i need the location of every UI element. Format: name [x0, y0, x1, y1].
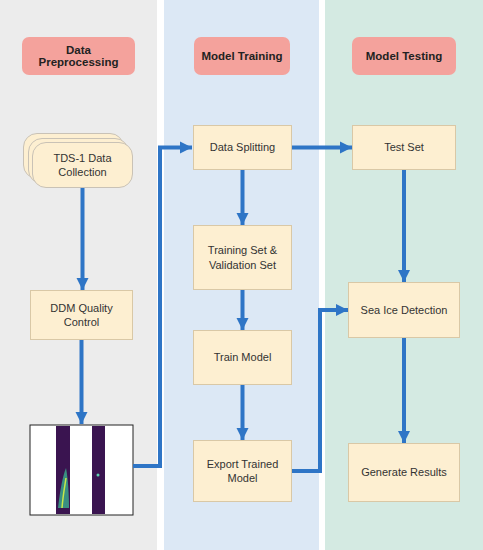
process-box: DDM Quality Control: [30, 290, 133, 340]
stage-heading: Data Preprocessing: [22, 37, 135, 75]
text-wrap: Train Model: [214, 350, 272, 364]
box-label: Training Set & Validation Set: [200, 243, 285, 272]
box-label: Test Set: [384, 140, 424, 154]
stage-band: Model TrainingData SplittingTraining Set…: [164, 0, 319, 550]
process-box: Export Trained Model: [193, 440, 292, 502]
stage-heading: Model Testing: [352, 37, 456, 75]
process-box: Training Set & Validation Set: [193, 225, 292, 290]
box-label: Data Splitting: [210, 140, 275, 154]
box-label: TDS-1 Data Collection: [39, 151, 126, 180]
process-box: Test Set: [352, 125, 456, 170]
text-wrap: DDM Quality Control: [37, 301, 126, 330]
process-box: Generate Results: [348, 443, 460, 502]
box-label: Export Trained Model: [200, 457, 285, 486]
text-wrap: Training Set & Validation Set: [200, 243, 285, 272]
text-wrap: Data Splitting: [210, 140, 275, 154]
process-box: Sea Ice Detection: [348, 282, 460, 338]
text-wrap: Generate Results: [361, 465, 447, 479]
stage-heading: Model Training: [194, 37, 290, 75]
text-wrap: Test Set: [384, 140, 424, 154]
data-stack-box: TDS-1 Data Collection: [32, 142, 133, 188]
text-wrap: Sea Ice Detection: [361, 303, 448, 317]
text-wrap: Export Trained Model: [200, 457, 285, 486]
process-box: Train Model: [193, 330, 292, 385]
stage-band: Data PreprocessingTDS-1 Data CollectionD…: [0, 0, 157, 550]
process-box: Data Splitting: [193, 125, 292, 170]
box-label: Sea Ice Detection: [361, 303, 448, 317]
text-wrap: TDS-1 Data Collection: [39, 151, 126, 180]
box-label: Train Model: [214, 350, 272, 364]
stage-band: Model TestingTest SetSea Ice DetectionGe…: [325, 0, 483, 550]
box-label: Generate Results: [361, 465, 447, 479]
box-label: DDM Quality Control: [37, 301, 126, 330]
